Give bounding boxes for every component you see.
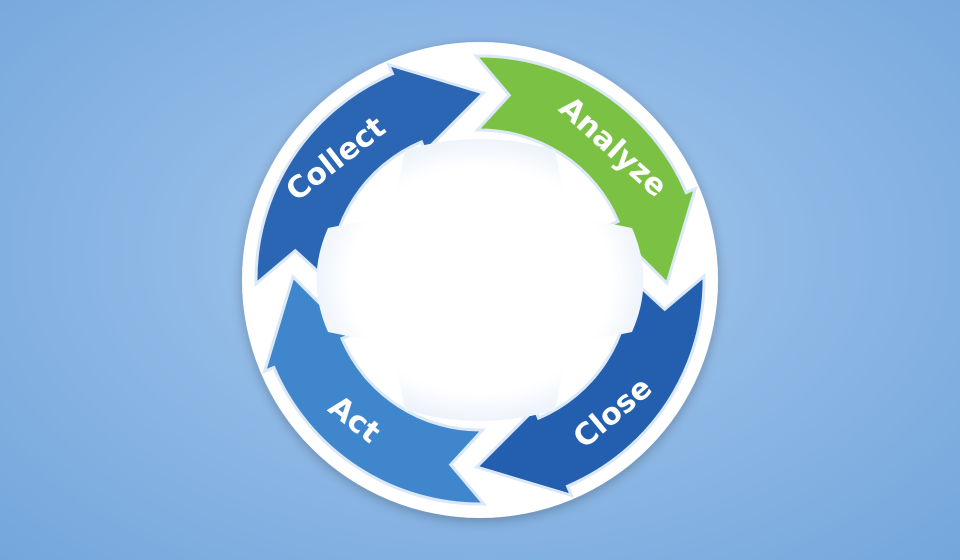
cycle-segments bbox=[254, 54, 706, 506]
segment-act bbox=[262, 273, 488, 506]
segment-analyze bbox=[472, 54, 698, 287]
center-area bbox=[316, 139, 644, 421]
